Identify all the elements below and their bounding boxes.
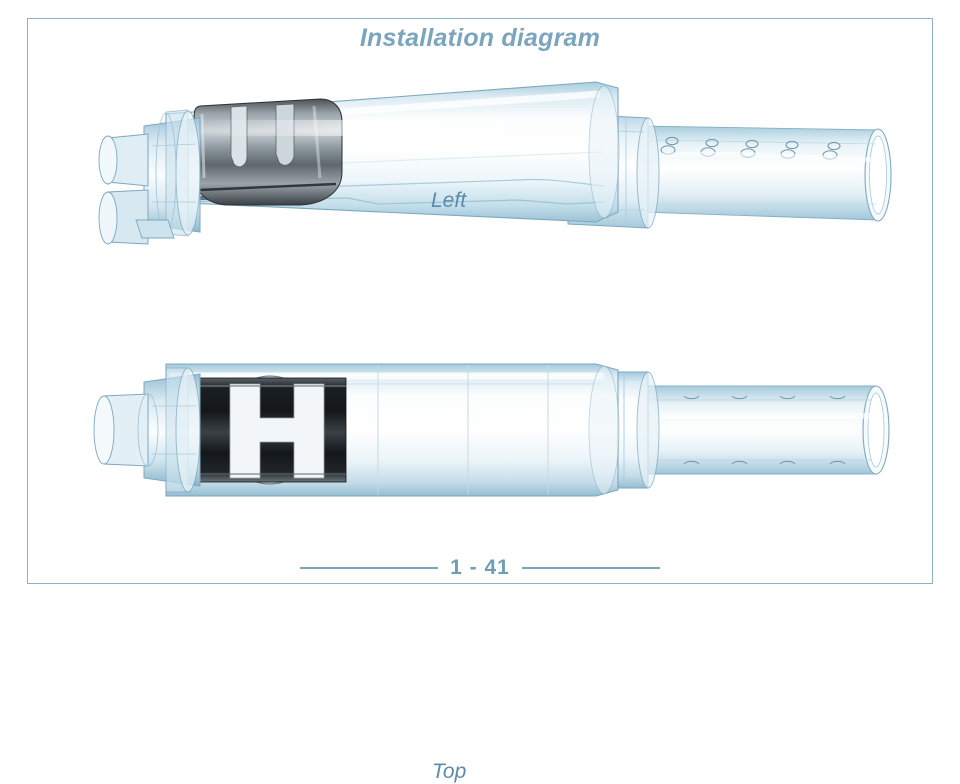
page-number: 1 - 41 bbox=[450, 556, 510, 579]
top-view-retaining-clip bbox=[197, 375, 347, 485]
view-label-top: Top bbox=[432, 760, 467, 783]
top-view-svg bbox=[93, 363, 890, 497]
footer-rule-right bbox=[521, 567, 660, 569]
illustration-top-view: Top bbox=[48, 340, 918, 783]
page-border-frame bbox=[27, 18, 933, 584]
page-canvas: Installation diagram bbox=[0, 18, 960, 783]
page-footer: 1 - 41 bbox=[0, 556, 960, 580]
top-view-connector-cap bbox=[93, 367, 201, 493]
left-view-perforated-tube bbox=[637, 125, 892, 222]
page-title: Installation diagram bbox=[359, 24, 601, 52]
top-view-perforations bbox=[683, 395, 846, 465]
left-view-svg bbox=[98, 81, 892, 245]
illustration-left-view: Left bbox=[48, 52, 918, 247]
footer-rule-left bbox=[300, 567, 439, 569]
left-view-highlight bbox=[198, 120, 578, 136]
left-view-connector-cap bbox=[98, 109, 201, 245]
top-view-perforated-tube bbox=[643, 385, 890, 475]
left-view-retaining-clip bbox=[193, 98, 343, 206]
